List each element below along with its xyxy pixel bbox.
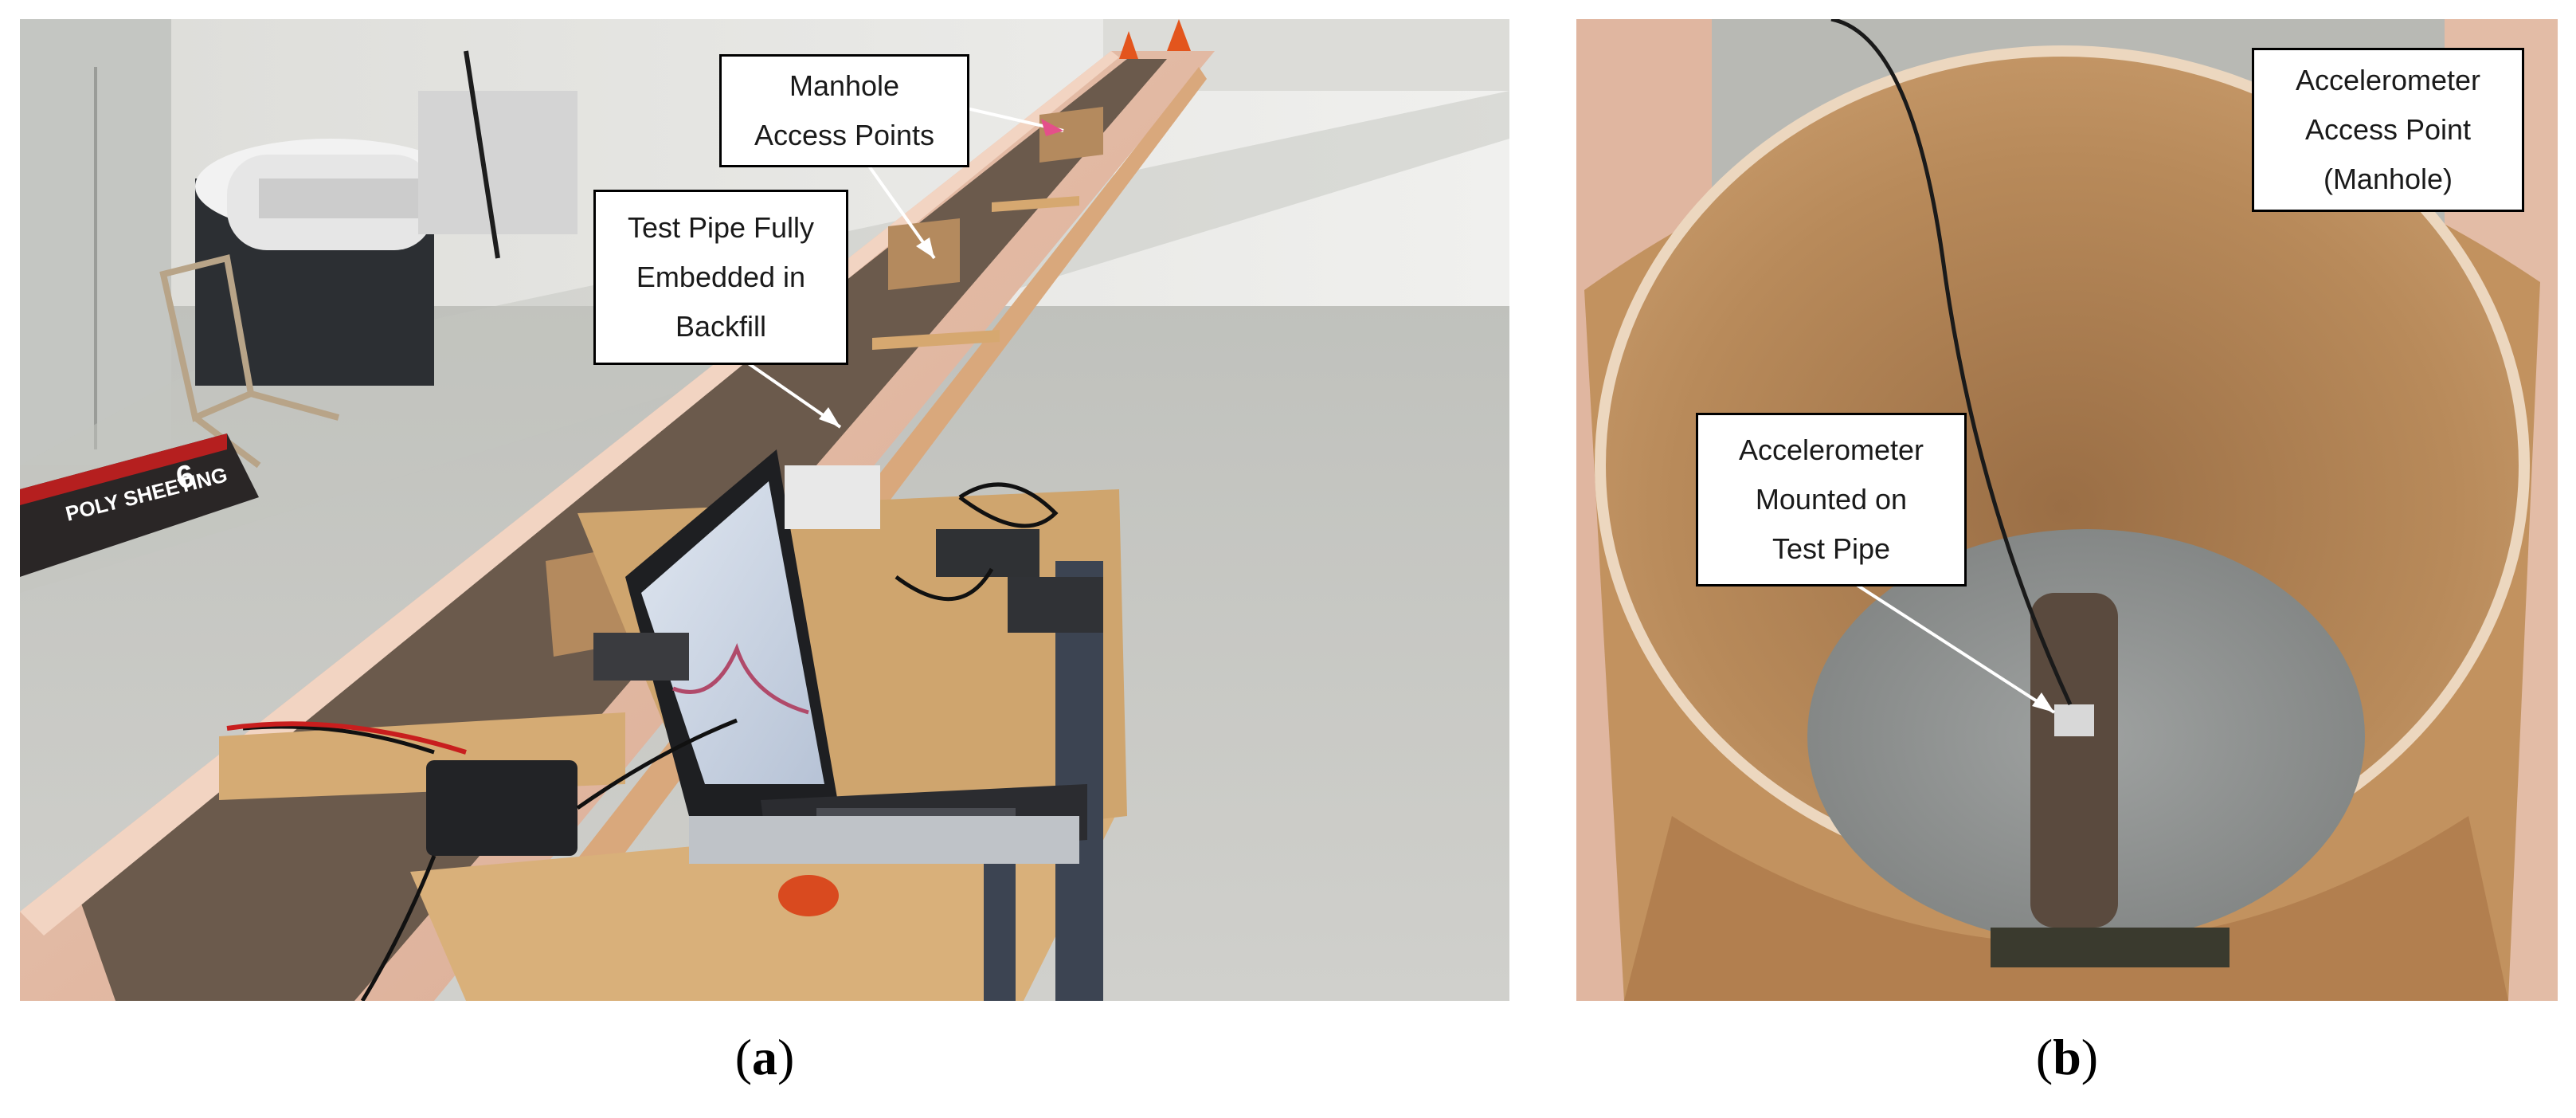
cables xyxy=(242,482,1059,1001)
callout-accelerometer-access-point: Accelerometer Access Point (Manhole) xyxy=(2252,48,2524,212)
accelerometer-sensor xyxy=(2054,704,2094,736)
strut-channel xyxy=(689,816,1079,864)
poly-sheeting-box: POLY SHEETING 6 xyxy=(20,433,259,577)
network-switch xyxy=(936,529,1039,577)
callout-line: Mounted on xyxy=(1755,483,1908,516)
caption-paren: ( xyxy=(734,1029,752,1085)
test-pipe xyxy=(2030,593,2118,928)
photo-panel-a: POLY SHEETING 6 xyxy=(20,19,1509,1001)
caption-letter: a xyxy=(752,1029,777,1085)
junction-box xyxy=(785,465,880,529)
manhole-photo xyxy=(1576,19,2558,1001)
callout-line: Test Pipe Fully xyxy=(627,211,815,245)
cardboard-tube xyxy=(1584,45,2540,1001)
callout-line: Embedded in xyxy=(636,261,806,294)
accelerometer-cable xyxy=(1830,19,2073,706)
wide-format-printer xyxy=(195,50,577,386)
callout-test-pipe-embedded: Test Pipe Fully Embedded in Backfill xyxy=(593,190,848,365)
callout-accelerometer-mounted: Accelerometer Mounted on Test Pipe xyxy=(1696,413,1967,586)
caption-b: (b) xyxy=(1987,1028,2147,1087)
callout-line: Backfill xyxy=(675,309,767,343)
caption-letter: b xyxy=(2053,1029,2081,1085)
callout-line: Accelerometer xyxy=(2295,64,2481,97)
tape-measure xyxy=(778,875,839,916)
data-acquisition-box xyxy=(426,760,577,856)
callout-line: Manhole xyxy=(789,69,900,103)
photo-panel-b: Accelerometer Access Point (Manhole) Acc… xyxy=(1576,19,2558,1001)
callout-line: Accelerometer xyxy=(1738,433,1924,467)
callout-line: (Manhole) xyxy=(2323,162,2453,195)
caption-paren: ) xyxy=(777,1029,795,1085)
caption-paren: ( xyxy=(2035,1029,2053,1085)
caption-paren: ) xyxy=(2081,1029,2099,1085)
callout-line: Access Point xyxy=(2304,113,2472,147)
callout-manhole-access-points: Manhole Access Points xyxy=(719,54,969,167)
signal-conditioner xyxy=(593,633,689,681)
power-supply xyxy=(1008,577,1103,633)
caption-a: (a) xyxy=(685,1028,844,1087)
callout-line: Test Pipe xyxy=(1771,532,1891,565)
arrow-manhole-2 xyxy=(863,158,936,260)
callout-line: Access Points xyxy=(754,119,935,151)
